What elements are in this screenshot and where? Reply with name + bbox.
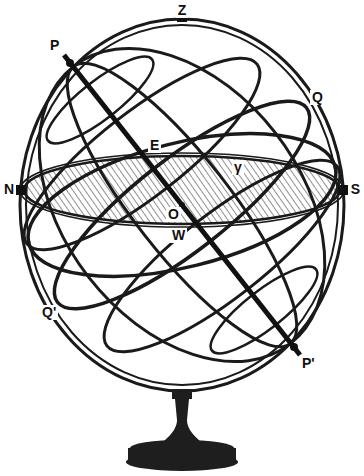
axis-label: O xyxy=(166,207,181,222)
axis-label: P' xyxy=(300,356,317,371)
colure-ring xyxy=(0,0,364,416)
axis-label: S xyxy=(349,182,362,197)
pole-knob xyxy=(66,59,74,67)
axis-label: γ xyxy=(232,160,244,175)
pole-knob xyxy=(290,343,298,351)
rings xyxy=(0,0,364,416)
equator-ring xyxy=(29,71,335,338)
meridian-ring xyxy=(20,19,344,391)
axis-label: Q' xyxy=(40,305,58,320)
colure-ring xyxy=(36,37,328,373)
horizon-knob xyxy=(16,185,26,195)
ecliptic-ring xyxy=(14,107,351,304)
polar-axis xyxy=(64,55,300,355)
axis-label: E xyxy=(148,138,161,153)
stand-neck xyxy=(158,399,206,447)
horizon-knob xyxy=(338,185,348,195)
stand xyxy=(126,389,238,471)
stand-collar xyxy=(172,389,192,399)
axis-label: Q xyxy=(310,90,325,105)
axis-label: P xyxy=(48,38,61,53)
axis-label: N xyxy=(2,182,16,197)
stand-base-bottom xyxy=(126,453,238,471)
meridian-ring xyxy=(26,25,338,385)
axis-label: W xyxy=(170,228,187,243)
axis-label: Z xyxy=(176,3,189,18)
